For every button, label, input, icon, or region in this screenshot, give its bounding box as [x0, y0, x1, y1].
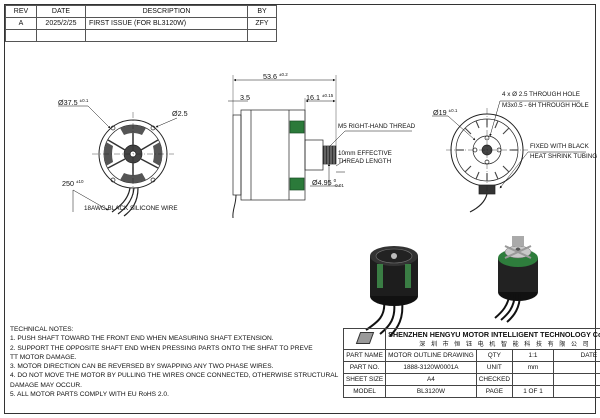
company-name-cn: 深 圳 市 恒 钰 电 机 智 能 科 技 有 限 公 司: [419, 342, 591, 348]
revision-row: A 2025/2/25 FIRST ISSUE (FOR BL3120W) ZF…: [5, 17, 277, 30]
revision-header-row: REV DATE DESCRIPTION BY: [5, 5, 277, 18]
page-value: 1 OF 1: [512, 385, 554, 398]
sheet-size-row: SHEET SIZE A4 CHECKED: [342, 373, 600, 386]
part-no-value: 1888-3120W0001A: [385, 361, 477, 374]
page-label: PAGE: [475, 385, 514, 398]
note-item: 4. DO NOT MOVE THE MOTOR BY PULLING THE …: [10, 372, 339, 380]
sheet-size-label: SHEET SIZE: [342, 373, 387, 386]
checked-value: [512, 373, 554, 386]
side-shaft-dia: Ø4.95 0-0.01: [312, 177, 344, 188]
part-no-label: PART NO.: [342, 361, 387, 374]
side-flange-dim: 3.5: [240, 93, 250, 102]
side-bearing: [304, 139, 324, 171]
rear-holes-2: M3x0.5 - 6H THROUGH HOLE: [502, 102, 589, 109]
note-item: 2. SUPPORT THE OPPOSITE SHAFT END WHEN P…: [10, 344, 313, 352]
side-view: [228, 75, 412, 219]
date-value: [553, 361, 600, 374]
company-name: SHENZHEN HENGYU MOTOR INTELLIGENT TECHNO…: [385, 328, 600, 350]
part-name-label: PART NAME: [342, 349, 387, 362]
side-flange: [232, 114, 242, 196]
side-thread-length-2: THREAD LENGTH: [338, 158, 392, 165]
side-thread-label: M5 RIGHT-HAND THREAD: [338, 123, 416, 130]
sheet-size-value: A4: [385, 373, 477, 386]
part-name-value: MOTOR OUTLINE DRAWING: [385, 349, 477, 362]
front-dia-main: Ø37.5 ±0.1: [58, 98, 89, 107]
notes-title: TECHNICAL NOTES:: [10, 326, 74, 333]
rear-pcd: Ø19 ±0.1: [433, 108, 458, 117]
front-wire-3: [123, 187, 139, 217]
note-item: DAMAGE MAY OCCUR.: [10, 381, 82, 389]
note-item: 1. PUSH SHAFT TOWARD THE FRONT END WHEN …: [10, 335, 274, 343]
front-mount-hole: [150, 125, 156, 131]
front-dia-hole: Ø2.5: [172, 109, 188, 118]
rear-view: [432, 100, 586, 213]
motor-photo-front: [365, 246, 418, 337]
model-row: MODEL BL3120W PAGE 1 OF 1: [342, 385, 600, 398]
model-value: BL3120W: [385, 385, 477, 398]
rear-fixed-2: HEAT SHRINK TUBING: [530, 153, 598, 160]
side-overall-length: 53.6 ±0.2: [263, 72, 288, 81]
part-name-row: PART NAME MOTOR OUTLINE DRAWING QTY 1:1 …: [342, 349, 600, 362]
technical-notes: TECHNICAL NOTES: 1. PUSH SHAFT TOWARD TH…: [10, 325, 339, 399]
revision-table: REV DATE DESCRIPTION BY A 2025/2/25 FIRS…: [5, 5, 277, 42]
side-thread-length-1: 10mm EFFECTIVE: [338, 150, 392, 157]
front-lead-length: 250 ±10: [62, 179, 84, 188]
unit-value: mm: [512, 361, 554, 374]
drawing-sheet: [4, 4, 596, 414]
company-logo: [342, 328, 387, 350]
model-label: MODEL: [342, 385, 387, 398]
rear-fixed-1: FIXED WITH BLACK: [530, 143, 589, 150]
rear-holes-1: 4 x Ø 2.5 THROUGH HOLE: [502, 91, 580, 98]
revision-empty-row: [5, 29, 277, 42]
note-item: 3. MOTOR DIRECTION CAN BE REVERSED BY SW…: [10, 363, 274, 371]
side-shaft-length: 16.1 ±0.15: [306, 93, 334, 102]
motor-photo-rear: [494, 236, 538, 323]
part-no-row: PART NO. 1888-3120W0001A UNIT mm: [342, 361, 600, 374]
company-row: SHENZHEN HENGYU MOTOR INTELLIGENT TECHNO…: [342, 328, 600, 350]
checked-label: CHECKED: [475, 373, 514, 386]
front-wire-2: [117, 187, 135, 215]
date-label: DATE: [553, 349, 600, 362]
note-item: TT MOTOR DAMAGE.: [10, 353, 77, 361]
front-view: [58, 105, 178, 217]
unit-label: UNIT: [475, 361, 514, 374]
front-wire-label: 18AWG BLACK SILICONE WIRE: [84, 205, 178, 212]
qty-label: QTY: [475, 349, 514, 362]
side-green-winding: [289, 120, 305, 134]
front-wire-1: [111, 187, 131, 213]
company-name-en: SHENZHEN HENGYU MOTOR INTELLIGENT TECHNO…: [388, 330, 600, 339]
qty-value: 1:1: [512, 349, 554, 362]
title-block: SHENZHEN HENGYU MOTOR INTELLIGENT TECHNO…: [342, 328, 600, 398]
note-item: 5. ALL MOTOR PARTS COMPLY WITH EU RoHS 2…: [10, 391, 169, 399]
